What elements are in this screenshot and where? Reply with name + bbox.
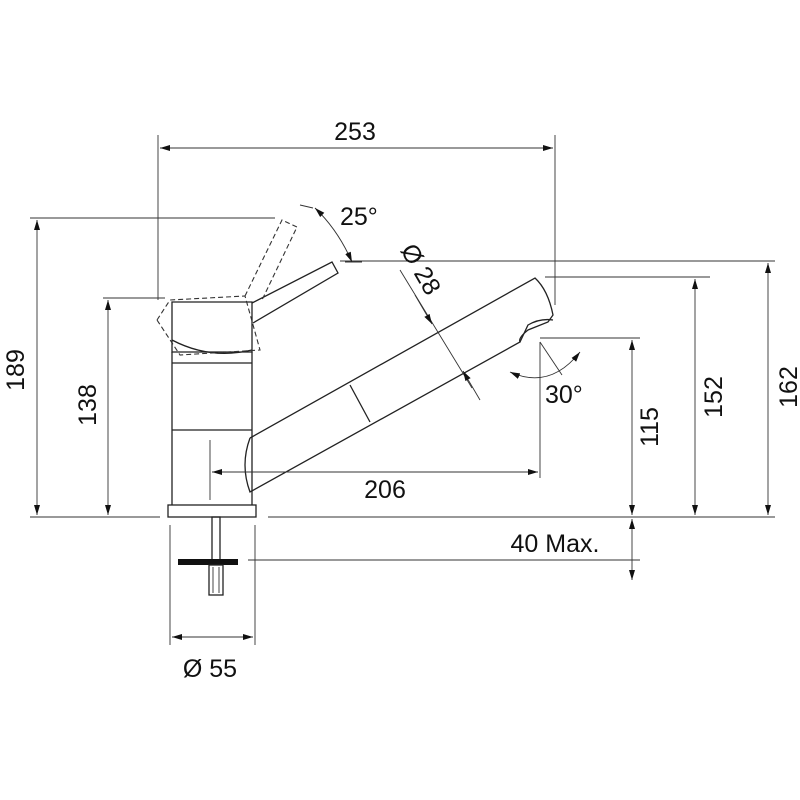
body-column bbox=[171, 352, 253, 505]
dim-lever-height: 162 bbox=[775, 366, 800, 408]
dim-spout-diameter: Ø 28 bbox=[395, 239, 446, 300]
stem-washer bbox=[178, 559, 238, 565]
dim-base-diameter: Ø 55 bbox=[183, 655, 237, 683]
stem-thread bbox=[208, 564, 224, 596]
dim-spout-reach: 206 bbox=[364, 476, 406, 504]
stem-rod bbox=[211, 516, 221, 561]
dim-body-height: 138 bbox=[74, 384, 102, 426]
faucet-body bbox=[167, 301, 257, 518]
stem-thread-lines bbox=[212, 567, 220, 593]
base-plate bbox=[167, 504, 257, 518]
head-curve bbox=[171, 339, 253, 354]
spout-joint bbox=[349, 384, 371, 423]
dim-swivel-angle: 30° bbox=[545, 381, 583, 409]
dim-total-height: 189 bbox=[2, 349, 30, 391]
spout-nozzle bbox=[519, 318, 554, 343]
dim-deck-thickness: 40 Max. bbox=[511, 530, 600, 558]
spout-outline bbox=[244, 277, 554, 493]
dimension-lines bbox=[34, 145, 771, 640]
dim-total-length: 253 bbox=[334, 118, 376, 146]
faucet-head bbox=[171, 301, 253, 353]
dim-spout-height: 152 bbox=[700, 376, 728, 418]
dim-outlet-height: 115 bbox=[636, 407, 664, 447]
lever bbox=[251, 261, 339, 324]
spout bbox=[244, 277, 554, 493]
dim-lever-angle: 25° bbox=[340, 203, 378, 231]
lever-raised-position bbox=[156, 219, 298, 356]
mounting-stem bbox=[178, 516, 238, 596]
extension-lines bbox=[30, 135, 775, 645]
